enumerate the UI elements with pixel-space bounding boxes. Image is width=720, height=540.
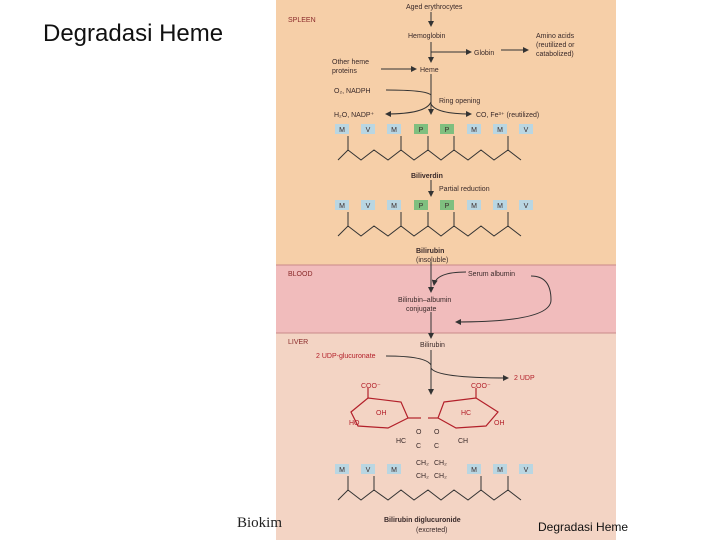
ring-label: M <box>391 467 397 474</box>
node-aged-erythrocytes: Aged erythrocytes <box>406 4 463 11</box>
ring-label-box <box>467 124 481 134</box>
node-o2-nadph: O₂, NADPH <box>334 88 371 95</box>
node-bilirubin-liver: Bilirubin <box>420 342 445 349</box>
ring-label: M <box>471 467 477 474</box>
node-bilirubin-diglucuronide: Bilirubin diglucuronide <box>384 517 461 524</box>
node-udp-out: 2 UDP <box>514 375 535 382</box>
ring-label: V <box>366 467 371 474</box>
ring-label: V <box>524 127 529 134</box>
ring-label-box <box>387 200 401 210</box>
ring-label-box <box>414 124 428 134</box>
ring-label-box <box>361 464 375 474</box>
ring-label-box <box>493 124 507 134</box>
node-bilirubin-insoluble: (insoluble) <box>416 257 448 264</box>
node-amino-acids: Amino acids <box>536 33 575 40</box>
section-label-liver: LIVER <box>288 339 308 346</box>
heme-degradation-figure: SPLEEN BLOOD LIVER Aged erythrocytes Hem… <box>276 0 616 540</box>
sugar-coo-right: COO⁻ <box>471 383 491 390</box>
node-conjugate: conjugate <box>406 306 436 313</box>
ring-label: P <box>419 127 424 134</box>
sugar-coo-left: COO⁻ <box>361 383 381 390</box>
ring-label: M <box>391 203 397 210</box>
ring-label-box <box>467 200 481 210</box>
diglucuronide-structure: M V M M M V Bilirubin diglucuronide (excreted… <box>335 464 533 534</box>
node-biliverdin: Biliverdin <box>411 173 443 180</box>
node-other-heme: Other heme <box>332 59 369 66</box>
ring-label-box <box>387 124 401 134</box>
ring-label-box <box>335 200 349 210</box>
ring-label: M <box>497 127 503 134</box>
ring-label-box <box>335 464 349 474</box>
node-other-heme-proteins: proteins <box>332 68 357 75</box>
sugar-ho-right: HC <box>461 410 471 417</box>
ring-label-box <box>361 200 375 210</box>
node-co-fe: CO, Fe³⁺ (reutilized) <box>476 112 539 119</box>
node-serum-albumin: Serum albumin <box>468 271 515 278</box>
ring-label: M <box>471 203 477 210</box>
linker-ch: CH <box>458 438 468 445</box>
node-excreted: (excreted) <box>416 527 448 534</box>
ring-label: M <box>339 467 345 474</box>
ring-label: M <box>339 127 345 134</box>
glucuronide-sugars <box>350 388 499 429</box>
linker-c-right: C <box>434 443 439 450</box>
linker-ch2-left-top: CH₂ <box>416 460 429 467</box>
sugar-oh-right: OH <box>494 420 505 427</box>
section-label-blood: BLOOD <box>288 271 313 278</box>
node-amino-acids-note2: catabolized) <box>536 51 574 58</box>
linker-ch2-right: CH₂ <box>434 473 447 480</box>
ring-label: P <box>445 127 450 134</box>
slide-title: Degradasi Heme <box>43 20 224 47</box>
node-bilirubin-albumin: Bilirubin–albumin <box>398 297 451 304</box>
ring-label-box <box>493 464 507 474</box>
ring-label-box <box>519 464 533 474</box>
ring-label: V <box>366 127 371 134</box>
footer-right-text: Degradasi Heme <box>538 520 629 534</box>
ring-label-box <box>387 464 401 474</box>
liver-region <box>276 333 616 540</box>
ring-label: P <box>419 203 424 210</box>
ring-label-box <box>361 124 375 134</box>
linker-o-right: O <box>434 429 440 436</box>
ring-label: V <box>524 467 529 474</box>
linker-hc: HC <box>396 438 406 445</box>
biliverdin-structure: M V M P P M M V Biliverdin <box>335 124 533 180</box>
ring-label: P <box>445 203 450 210</box>
ring-label: M <box>497 203 503 210</box>
ring-label: M <box>471 127 477 134</box>
ring-label: M <box>497 467 503 474</box>
ring-label-box <box>440 200 454 210</box>
linker-ch2-left: CH₂ <box>416 473 429 480</box>
node-heme: Heme <box>420 67 439 74</box>
ring-label: V <box>366 203 371 210</box>
linker-o-left: O <box>416 429 422 436</box>
node-globin: Globin <box>474 50 494 57</box>
node-ring-opening: Ring opening <box>439 98 480 105</box>
footer-left-text: Biokim <box>237 515 283 531</box>
node-h2o-nadp: H₂O, NADP⁺ <box>334 112 375 119</box>
ring-label-box <box>519 124 533 134</box>
ring-label-box <box>467 464 481 474</box>
ring-label-box <box>414 200 428 210</box>
node-amino-acids-note1: (reutilized or <box>536 42 575 49</box>
section-label-spleen: SPLEEN <box>288 17 316 24</box>
ring-label-box <box>493 200 507 210</box>
sugar-oh-left: OH <box>376 410 387 417</box>
ring-label-box <box>440 124 454 134</box>
ring-label-box <box>335 124 349 134</box>
ring-label: M <box>339 203 345 210</box>
node-bilirubin: Bilirubin <box>416 248 444 255</box>
blood-region <box>276 265 616 333</box>
ring-label: M <box>391 127 397 134</box>
ring-label-box <box>519 200 533 210</box>
bilirubin-structure: M V M P P M M V Bilirubin (insoluble) <box>335 200 533 264</box>
node-udp-glucuronate: 2 UDP-glucuronate <box>316 353 376 360</box>
linker-c-left: C <box>416 443 421 450</box>
sugar-ho-left: HO <box>349 420 360 427</box>
linker-ch2-right-top: CH₂ <box>434 460 447 467</box>
node-hemoglobin: Hemoglobin <box>408 33 445 40</box>
node-partial-reduction: Partial reduction <box>439 186 490 193</box>
ring-label: V <box>524 203 529 210</box>
